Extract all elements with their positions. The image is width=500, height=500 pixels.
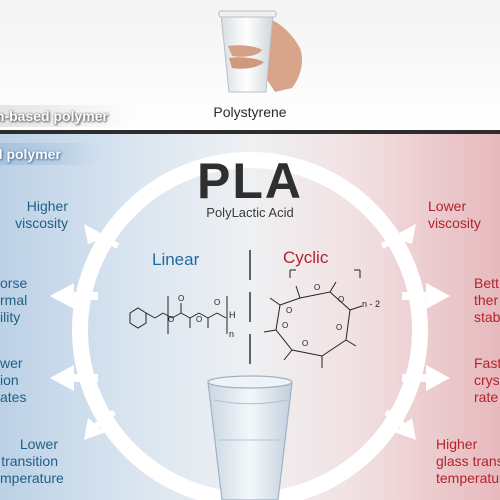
right-label-line: Higher [436, 436, 478, 452]
arrow-icon [380, 229, 412, 249]
atom-label: O [178, 294, 184, 303]
atom-label: O [336, 323, 342, 332]
left-label-transition: Lower transition mperature [0, 436, 64, 487]
plastic-cup-icon [207, 375, 293, 500]
right-label-line: Bett [474, 275, 499, 291]
left-label-line: ion [0, 372, 19, 388]
right-label-line: stab [474, 309, 500, 325]
petroleum-banner-label: m-based polymer [0, 108, 108, 124]
left-label-line: Higher [26, 198, 68, 214]
right-label-line: Fast [474, 355, 500, 371]
right-label-thermal: Bett ther stab [474, 275, 500, 326]
polystyrene-label: Polystyrene [213, 104, 287, 120]
right-label-crystallization: Fast crys rate [474, 355, 500, 406]
left-label-line: wer [0, 355, 23, 371]
pla-subtitle: PolyLactic Acid [206, 205, 294, 220]
arrows [50, 224, 450, 440]
left-label-line: mperature [0, 470, 64, 486]
left-label-viscosity: Higher viscosity [10, 198, 68, 232]
atom-label: O [196, 315, 202, 324]
atom-label: O [214, 298, 220, 307]
left-label-line: viscosity [15, 215, 68, 231]
right-label-line: glass trans [436, 453, 500, 469]
pla-title: PLA [197, 153, 303, 209]
right-label-viscosity: Lower viscosity [428, 198, 500, 232]
atom-label: O [302, 339, 308, 348]
linear-h-label: H [229, 310, 236, 320]
left-label-line: orse [0, 275, 28, 291]
right-label-line: Lower [428, 198, 467, 214]
arrow-icon [84, 418, 106, 440]
polystyrene-cup-icon [218, 10, 303, 93]
bio-banner: d polymer [0, 143, 100, 165]
left-label-line: ility [0, 309, 21, 325]
left-label-line: rmal [0, 292, 28, 308]
atom-label: O [282, 321, 288, 330]
arrow-icon [384, 409, 406, 429]
arrow-icon [50, 283, 74, 309]
linear-structure [129, 296, 228, 334]
arrow-icon [426, 283, 450, 309]
arrow-icon [50, 365, 74, 391]
atom-label: O [168, 315, 174, 324]
arrow-icon [94, 409, 116, 429]
right-label-line: viscosity [428, 215, 481, 231]
cyclic-heading: Cyclic [283, 248, 329, 267]
atom-label: O [286, 306, 292, 315]
central-ring [72, 152, 428, 500]
arrow-icon [394, 418, 416, 440]
left-label-rates: wer ion ates [0, 355, 40, 406]
section-divider [0, 130, 500, 134]
arrow-icon [426, 365, 450, 391]
atom-label: O [338, 295, 344, 304]
right-label-line: temperatu [436, 470, 500, 486]
right-label-glass-transition: Higher glass trans temperatu [436, 436, 500, 487]
left-label-line: Lower [19, 436, 58, 452]
left-label-line: ates [0, 389, 27, 405]
right-label-line: ther [474, 292, 499, 308]
petroleum-banner: m-based polymer [0, 105, 145, 127]
left-label-thermal: orse rmal ility [0, 275, 40, 326]
linear-heading: Linear [152, 250, 200, 269]
arrow-icon [88, 229, 120, 249]
right-label-line: crys [474, 372, 500, 388]
atom-label: O [314, 283, 320, 292]
linear-n-label: n [229, 329, 235, 339]
cyclic-n-label: n - 2 [362, 299, 381, 309]
left-label-line: transition [1, 453, 58, 469]
cyclic-structure [263, 269, 363, 368]
bio-banner-label: d polymer [0, 146, 61, 162]
right-label-line: rate [474, 389, 499, 405]
